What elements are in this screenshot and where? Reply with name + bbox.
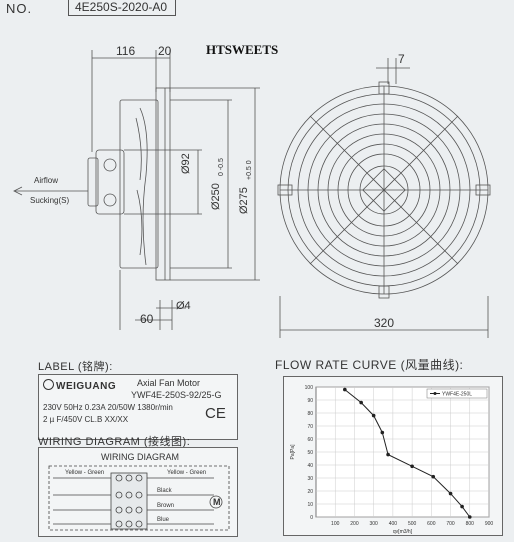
x-tick-label: 400: [389, 521, 398, 527]
spec-line-text: 230V 50Hz 0.23A 20/50W 1380r/min: [43, 403, 173, 412]
dim-92-label: Ø92: [180, 153, 192, 174]
product-label: WEIGUANG Axial Fan Motor YWF4E-250S-92/2…: [38, 374, 238, 440]
y-tick-label: 50: [307, 450, 313, 456]
y-tick-label: 10: [307, 502, 313, 508]
mount-tab-bottom: [378, 285, 390, 299]
wiring-section-title: WIRING DIAGRAM (接线图):: [38, 436, 191, 448]
dim-275-tolerance: +0.5 0: [246, 160, 253, 180]
capacitor-line-text: 2 µ F/450V CL.B XX/XX: [43, 415, 129, 424]
y-tick-label: 20: [307, 489, 313, 495]
flow-chart-box: 0 10 20 30 40 50 60 70 80 90 100 100 200 300 400 500 600…: [283, 376, 503, 536]
data-point: [359, 400, 363, 405]
motor-type-text: Axial Fan Motor: [137, 378, 201, 388]
wire-label-yg-right: Yellow - Green: [167, 470, 207, 476]
fan-housing-side: [119, 99, 159, 269]
y-tick-label: 80: [307, 411, 313, 417]
fan-guard-front: [277, 81, 491, 299]
data-point: [371, 413, 376, 418]
flow-section-title: FLOW RATE CURVE (风量曲线):: [275, 358, 464, 372]
wire-label-blue: Blue: [157, 517, 170, 523]
dim-4-label: Ø4: [176, 300, 191, 312]
data-point: [410, 464, 414, 469]
mount-tab-right: [475, 184, 491, 196]
y-tick-label: 30: [307, 476, 313, 482]
logo-icon: [43, 379, 54, 390]
dim-116-label: 116: [116, 44, 136, 58]
wire-label-yg-left: Yellow - Green: [65, 470, 105, 476]
airflow-label: Airflow: [34, 176, 59, 185]
motor-symbol: [209, 495, 223, 509]
label-section-title: LABEL (铭牌):: [38, 361, 113, 373]
data-point: [431, 474, 436, 479]
x-tick-label: 700: [446, 521, 455, 527]
dim-7-label: 7: [398, 52, 405, 66]
x-tick-label: 100: [331, 521, 340, 527]
data-point: [380, 430, 385, 435]
y-tick-label: 0: [310, 515, 313, 521]
wiring-diagram-box: WIRING DIAGRAM Yellow - Green Yellow - G…: [38, 447, 238, 537]
data-point: [448, 491, 453, 496]
y-tick-label: 40: [307, 463, 313, 469]
legend-marker: [433, 392, 437, 395]
motor-hub: [95, 149, 125, 215]
y-tick-label: 70: [307, 424, 313, 430]
mount-tab-top: [378, 81, 390, 95]
y-tick-label: 60: [307, 437, 313, 443]
data-point: [343, 387, 347, 392]
motor-label: M: [213, 497, 221, 507]
y-axis-label: Pa[Pa]: [290, 444, 296, 460]
mounting-plate: [155, 87, 171, 281]
number-label: NO.: [6, 1, 33, 16]
wire-label-brown: Brown: [157, 503, 175, 509]
mount-tab-left: [277, 184, 293, 196]
weiguang-logo: WEIGUANG: [43, 379, 116, 392]
y-tick-label: 100: [305, 385, 314, 391]
x-tick-label: 600: [427, 521, 436, 527]
x-axis-label: qv[m3/h]: [393, 529, 413, 535]
flow-rate-chart: 0 10 20 30 40 50 60 70 80 90 100 100 200 300 400 500 600…: [290, 385, 494, 535]
dim-250-tolerance: 0 -0.5: [218, 158, 225, 176]
ce-mark: CE: [205, 405, 226, 422]
x-tick-label: 200: [350, 521, 359, 527]
dim-60-label: 60: [140, 312, 154, 326]
dim-250-label: Ø250: [210, 183, 222, 210]
data-point: [467, 515, 472, 519]
legend-box: [426, 388, 488, 399]
legend-label: YWF4E-250L: [442, 392, 472, 398]
dim-320-label: 320: [374, 316, 395, 330]
wiring-schematic: [48, 465, 230, 531]
model-number-box: 4E250S-2020-A0: [68, 0, 176, 16]
wiring-box-title: WIRING DIAGRAM: [101, 452, 179, 462]
dim-275-label: Ø275: [238, 187, 250, 214]
technical-drawing: [13, 50, 491, 338]
blade-outline: [139, 107, 148, 266]
y-tick-label: 90: [307, 398, 313, 404]
wire-label-black: Black: [157, 488, 172, 494]
series-line: [344, 389, 471, 518]
data-point: [460, 504, 464, 509]
label-model-text: YWF4E-250S-92/25-G: [131, 390, 222, 400]
data-point: [386, 452, 390, 457]
dim-20-label: 20: [158, 44, 172, 58]
x-tick-label: 900: [485, 521, 494, 527]
x-tick-label: 300: [369, 521, 378, 527]
brand-watermark: HTSWEETS: [206, 42, 279, 57]
sucking-label: Sucking(S): [30, 196, 70, 205]
x-tick-label: 500: [408, 521, 417, 527]
x-tick-label: 800: [466, 521, 475, 527]
